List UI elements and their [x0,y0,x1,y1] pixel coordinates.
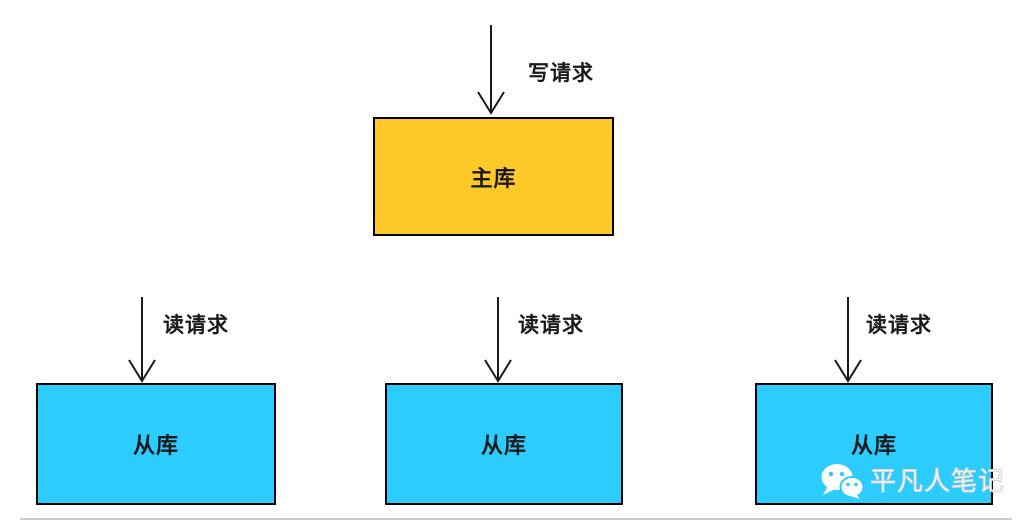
slave-db-label-2: 从库 [480,433,527,458]
read-request-arrow-icon-3 [834,297,862,383]
slave-db-box-2: 从库 [385,383,623,505]
slave-db-box-1: 从库 [36,383,276,505]
slave-db-box-3: 从库 [755,383,993,505]
master-db-box: 主库 [373,117,614,236]
slave-db-label-3: 从库 [850,433,897,458]
read-request-arrow-icon-2 [484,297,512,383]
read-request-label-2: 读请求 [518,314,584,337]
write-request-label: 写请求 [528,62,594,85]
read-request-label-3: 读请求 [866,314,932,337]
read-request-arrow-icon-1 [128,297,156,383]
write-request-arrow-icon [477,25,505,115]
read-request-label-1: 读请求 [163,314,229,337]
master-db-label: 主库 [470,165,517,191]
slave-db-label-1: 从库 [132,433,179,458]
bottom-divider [20,518,1012,520]
